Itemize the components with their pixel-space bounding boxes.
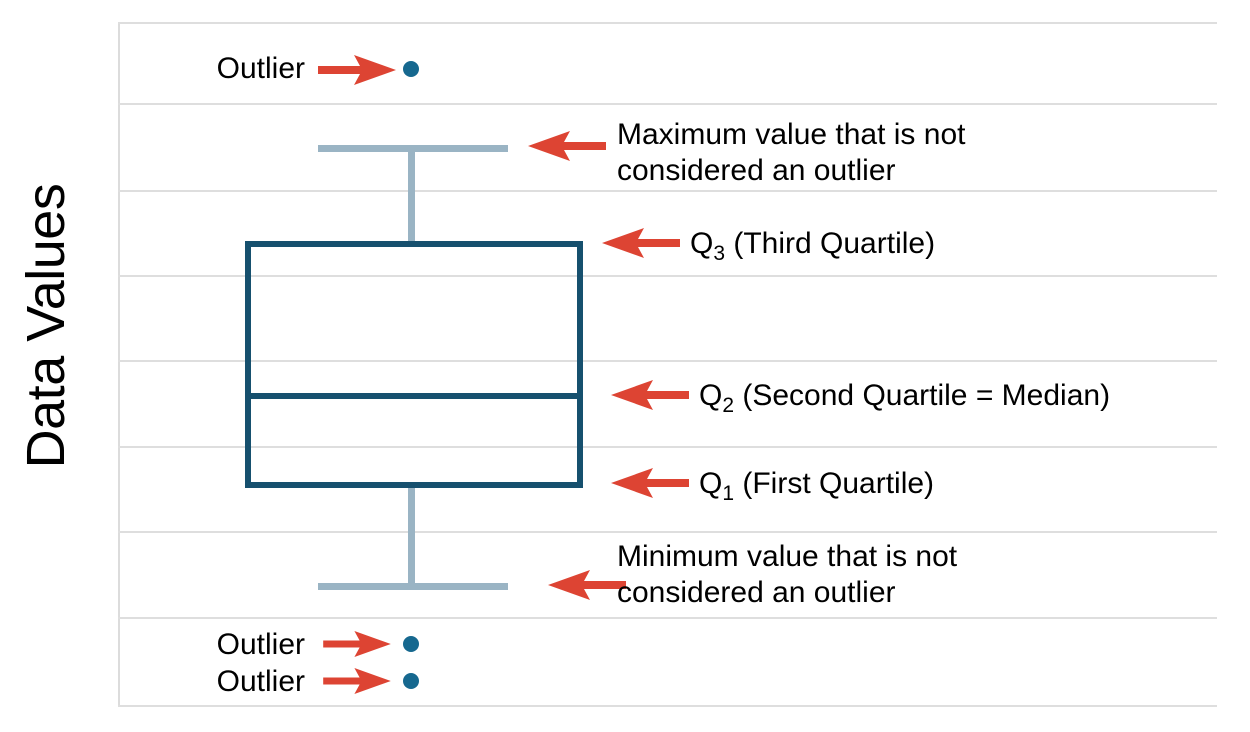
lower-whisker-cap	[318, 583, 508, 590]
plot-area	[118, 22, 1217, 707]
q2-subscript: 2	[722, 394, 735, 417]
q1-text: (First Quartile)	[734, 467, 935, 500]
q3-text: (Third Quartile)	[725, 227, 936, 260]
outlier-dot	[403, 61, 419, 77]
arrow-right-icon	[323, 668, 391, 694]
callout-maximum: Maximum value that is not considered an …	[617, 118, 966, 187]
arrow-left-icon	[611, 380, 689, 410]
callout-q2: Q2 (Second Quartile = Median)	[699, 378, 1110, 417]
q1-subscript: 1	[722, 482, 735, 505]
outlier-label-bottom-2: Outlier	[216, 665, 305, 698]
gridline	[118, 617, 1217, 619]
arrow-left-icon	[548, 570, 626, 600]
outlier-dot	[403, 673, 419, 689]
interquartile-box	[245, 241, 583, 488]
gridline	[118, 705, 1217, 707]
q2-symbol: Q	[699, 379, 723, 412]
outlier-dot	[403, 636, 419, 652]
outlier-label-bottom-1: Outlier	[216, 628, 305, 661]
callout-q3: Q3 (Third Quartile)	[690, 226, 935, 265]
outlier-label-top: Outlier	[216, 52, 305, 85]
gridline	[118, 103, 1217, 105]
q3-symbol: Q	[690, 227, 714, 260]
y-axis-label: Data Values	[16, 183, 76, 469]
q1-symbol: Q	[699, 467, 723, 500]
q2-text: (Second Quartile = Median)	[734, 379, 1111, 412]
gridline	[118, 275, 1217, 277]
arrow-left-icon	[528, 131, 606, 161]
arrow-right-icon	[318, 55, 396, 85]
gridline	[118, 531, 1217, 533]
q3-subscript: 3	[713, 242, 726, 265]
arrow-left-icon	[611, 468, 689, 498]
upper-whisker-stem	[408, 146, 415, 245]
gridline	[118, 190, 1217, 192]
lower-whisker-stem	[408, 484, 415, 587]
callout-q1: Q1 (First Quartile)	[699, 466, 934, 505]
arrow-right-icon	[323, 631, 391, 657]
callout-minimum: Minimum value that is not considered an …	[617, 540, 958, 609]
median-line	[245, 393, 583, 399]
arrow-left-icon	[602, 228, 680, 258]
gridline	[118, 360, 1217, 362]
gridline	[118, 446, 1217, 448]
gridline	[118, 22, 1217, 24]
